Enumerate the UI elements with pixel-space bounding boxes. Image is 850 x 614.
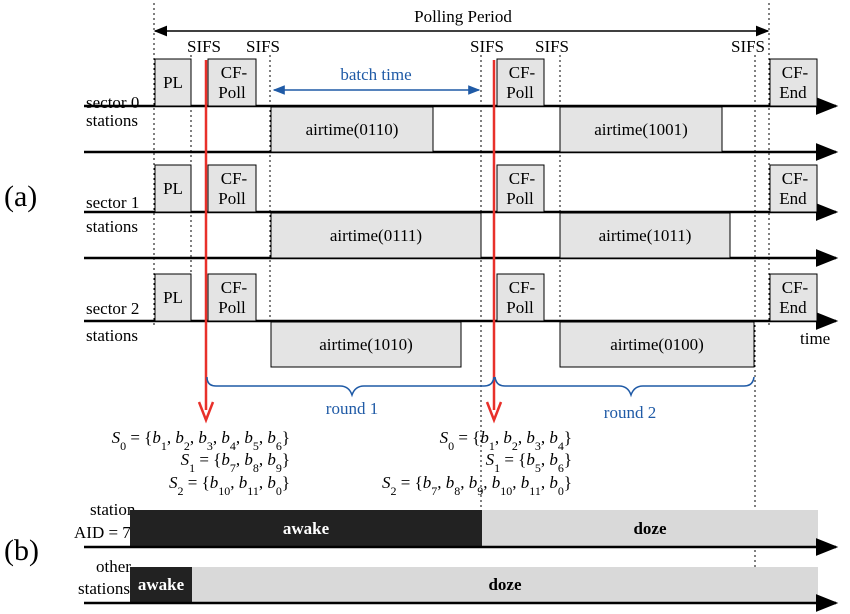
sifs-label: SIFS [246,37,280,56]
sector-0-label: sector 0 [86,93,139,112]
sector-1-label: sector 1 [86,193,139,212]
sector-1-group: sector 1 PL CF- Poll CF- Poll CF- End st… [84,164,839,267]
doze-text: doze [633,519,667,538]
cf-end-text: CF- [782,63,809,82]
set-s0-round2: S0 = {b1, b2, b3, b4} [440,428,572,453]
cf-poll-box [207,58,257,107]
cf-end-text: End [779,83,807,102]
set-s0-round1: S0 = {b1, b2, b3, b4, b5, b6} [112,428,290,453]
pl-box [154,273,192,322]
panel-b-label: (b) [4,534,39,567]
cf-end-text: End [779,298,807,317]
awake-bar [130,567,192,603]
awake-text: awake [283,519,330,538]
red-arrowhead [485,401,503,424]
cf-poll-text: CF- [221,63,248,82]
round1-brace [206,376,495,398]
stations-label: stations [86,217,138,236]
airtime-box [270,106,434,153]
airtime-label: airtime(1001) [594,120,687,139]
cf-poll-text: Poll [506,83,534,102]
cf-end-text: CF- [782,169,809,188]
round2-label: round 2 [604,403,656,422]
set-s1-round1: S1 = {b7, b8, b9} [181,450,290,475]
station-aid7-label-line1: station [90,500,136,519]
cf-poll-text: CF- [509,63,536,82]
cf-poll-box [496,164,545,213]
cf-poll-text: Poll [506,189,534,208]
sifs-label: SIFS [731,37,765,56]
airtime-box [559,212,731,259]
doze-bar [482,510,818,547]
cf-poll-text: CF- [509,169,536,188]
pl-text: PL [163,73,183,92]
doze-text: doze [488,575,522,594]
red-arrowhead [197,401,215,424]
other-stations-label-line1: other [96,557,131,576]
round2-brace [494,376,755,398]
cf-poll-box [207,164,257,213]
polling-period-label: Polling Period [414,7,512,26]
cf-end-box [769,58,818,107]
cf-poll-text: CF- [221,169,248,188]
airtime-box [270,321,462,368]
cf-end-text: CF- [782,278,809,297]
batch-time-label: batch time [340,65,411,84]
set-equations: S0 = {b1, b2, b3, b4, b5, b6}S1 = {b7, b… [112,428,572,498]
airtime-label: airtime(1010) [319,335,412,354]
other-stations-row: other stations awake doze [78,557,839,612]
cf-end-box [769,273,818,322]
cf-poll-text: Poll [506,298,534,317]
round-braces [206,376,755,398]
sifs-label: SIFS [187,37,221,56]
cf-poll-box [207,273,257,322]
panel-a-label: (a) [4,180,37,213]
cf-end-text: End [779,189,807,208]
airtime-box [559,321,755,368]
sifs-label: SIFS [470,37,504,56]
cf-poll-text: CF- [221,278,248,297]
stations-label: stations [86,111,138,130]
airtime-label: airtime(0110) [306,120,399,139]
cf-poll-text: CF- [509,278,536,297]
stations-label: stations [86,326,138,345]
cf-poll-text: Poll [218,83,246,102]
sector-2-group: sector 2 PL CF- Poll CF- Poll CF- End st… [84,273,839,368]
sector-0-group: sector 0 PL CF- Poll CF- Poll CF- End st… [84,58,839,161]
set-s2-round2: S2 = {b7, b8, b9, b10, b11, b0} [382,473,572,498]
airtime-label: airtime(0111) [330,226,422,245]
sector-2-label: sector 2 [86,299,139,318]
pl-text: PL [163,179,183,198]
station-aid7-row: station AID = 7 awake doze [74,500,839,556]
cf-end-box [769,164,818,213]
airtime-box [270,212,482,259]
sifs-label: SIFS [535,37,569,56]
airtime-box [559,106,723,153]
cf-poll-text: Poll [218,298,246,317]
awake-bar [130,510,482,547]
cf-poll-text: Poll [218,189,246,208]
cf-poll-box [496,58,545,107]
station-aid7-label-line2: AID = 7 [74,523,131,542]
airtime-label: airtime(1011) [599,226,692,245]
time-axis-label: time [800,329,830,348]
round1-label: round 1 [326,399,378,418]
airtime-label: airtime(0100) [610,335,703,354]
set-s2-round1: S2 = {b10, b11, b0} [169,473,290,498]
set-s1-round2: S1 = {b5, b6} [486,450,572,475]
red-arrows [197,60,503,424]
pl-text: PL [163,288,183,307]
awake-text: awake [138,575,185,594]
pl-box [154,58,192,107]
doze-bar [192,567,818,603]
cf-poll-box [496,273,545,322]
pl-box [154,164,192,213]
other-stations-label-line2: stations [78,579,130,598]
